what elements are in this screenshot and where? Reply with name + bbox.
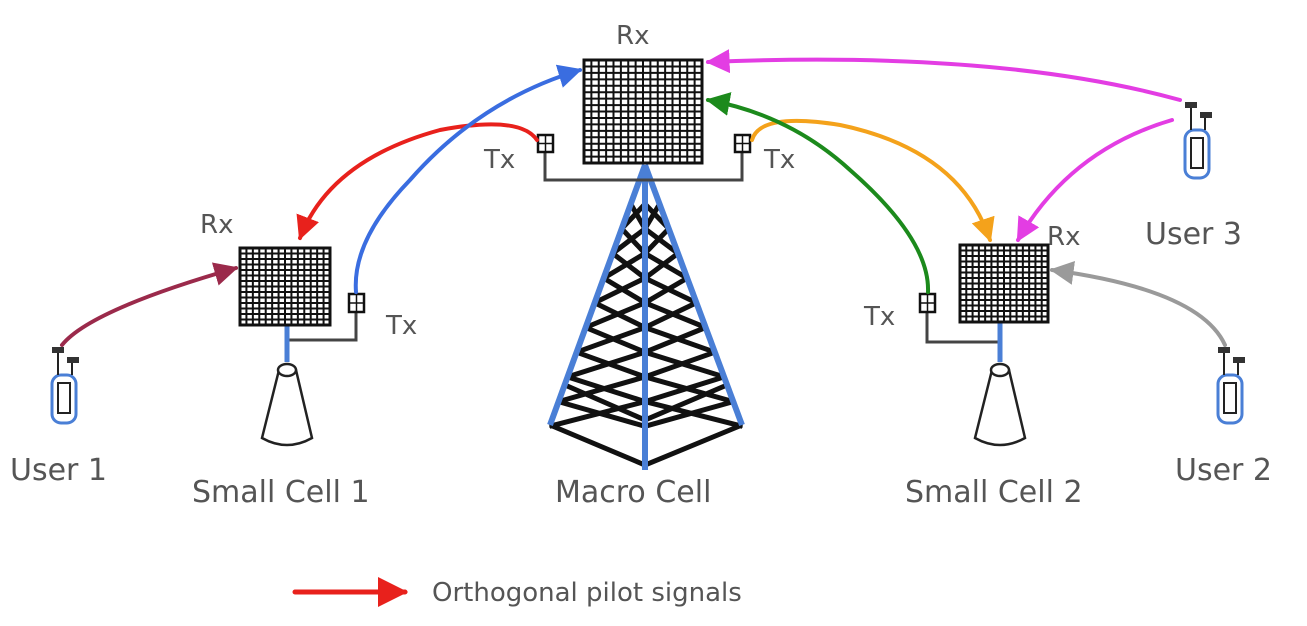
small-cell-1-icon xyxy=(260,362,314,447)
sc1-rx-label: Rx xyxy=(200,210,233,240)
macro-rx-antenna-icon xyxy=(582,58,704,165)
sc2-tx-label: Tx xyxy=(863,302,895,332)
arrow-user3-to-sc2 xyxy=(1016,118,1174,243)
user1-label: User 1 xyxy=(10,453,107,488)
sc1-tx-antenna-icon xyxy=(347,292,366,314)
sc1-tx-wire xyxy=(287,312,358,342)
user2-label: User 2 xyxy=(1175,453,1272,488)
macro-cell-label: Macro Cell xyxy=(555,475,711,510)
legend-label: Orthogonal pilot signals xyxy=(432,578,742,608)
sc1-tx-label: Tx xyxy=(385,311,417,341)
small-cell-1-label: Small Cell 1 xyxy=(192,475,370,510)
macro-tx-wire xyxy=(543,152,744,182)
user1-phone-icon xyxy=(50,347,79,425)
macro-tx-left-antenna-icon xyxy=(536,133,555,154)
arrow-user2-to-sc2 xyxy=(1049,261,1227,347)
sc2-tx-antenna-icon xyxy=(918,292,937,314)
sc1-rx-antenna-icon xyxy=(238,246,332,327)
sc2-rx-label: Rx xyxy=(1047,222,1080,252)
arrow-macro-to-sc2 xyxy=(750,118,995,243)
user2-phone-icon xyxy=(1216,347,1245,425)
arrow-user3-to-macro xyxy=(705,49,1182,102)
macro-tx-right-label: Tx xyxy=(763,145,795,175)
macro-tower-icon xyxy=(547,163,745,470)
arrow-macro-to-sc1 xyxy=(296,122,539,241)
arrow-user1-to-sc1 xyxy=(60,262,239,347)
arrow-sc1-to-macro xyxy=(353,64,583,294)
sc2-tx-wire xyxy=(925,312,1000,344)
arrow-sc2-to-macro xyxy=(705,92,931,294)
small-cell-2-icon xyxy=(973,362,1027,447)
user3-label: User 3 xyxy=(1145,217,1242,252)
macro-tx-right-antenna-icon xyxy=(733,133,752,154)
macro-rx-label: Rx xyxy=(616,21,649,51)
sc2-rx-antenna-icon xyxy=(958,243,1050,324)
macro-tx-left-label: Tx xyxy=(483,145,515,175)
user3-phone-icon xyxy=(1183,102,1212,180)
small-cell-2-label: Small Cell 2 xyxy=(905,475,1083,510)
